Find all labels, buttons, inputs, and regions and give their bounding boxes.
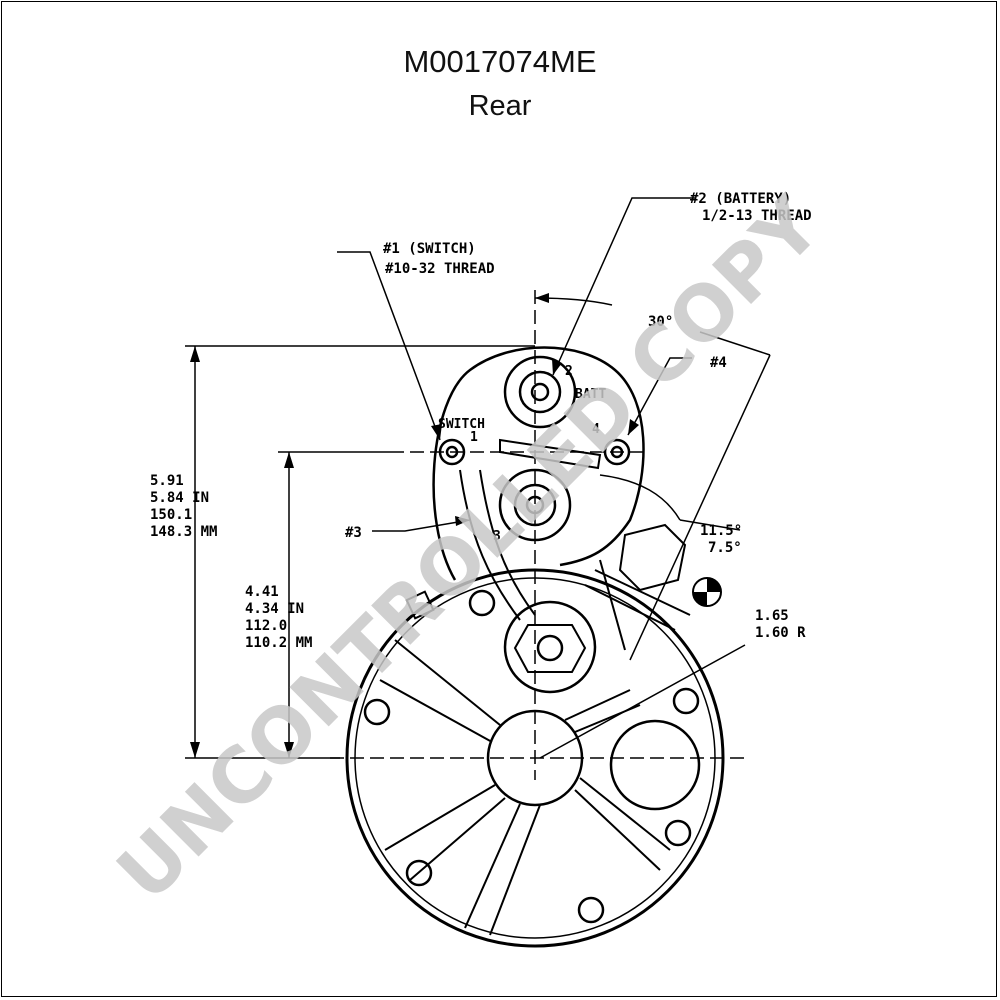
solenoid-housing (432, 346, 645, 581)
dim-total-2: 5.84 IN (150, 490, 209, 506)
angle-a-label: 11.5° (700, 523, 742, 539)
terminal1-label-line2: #10-32 THREAD (385, 261, 495, 277)
dim-total-3: 150.1 (150, 507, 192, 523)
terminal2-label-line1: #2 (BATTERY) (690, 191, 791, 207)
spokes (379, 639, 671, 936)
switch-text: SWITCH (438, 417, 485, 432)
num-2: 2 (565, 364, 573, 379)
num-3: 3 (493, 529, 501, 544)
centerlines (330, 290, 745, 780)
target-symbol (692, 577, 722, 607)
dim-mid-1: 4.41 (245, 584, 279, 600)
terminal-4 (603, 438, 631, 466)
drawing-title: M0017074ME (403, 44, 597, 79)
bolt-holes (363, 589, 700, 924)
dim-mid-2: 4.34 IN (245, 601, 304, 617)
terminal1-label-line1: #1 (SWITCH) (383, 241, 476, 257)
terminal4-label: #4 (710, 355, 727, 371)
dimension-lines (185, 197, 771, 759)
radius-b-label: 1.60 R (755, 625, 806, 641)
terminal2-label-line2: 1/2-13 THREAD (702, 208, 812, 224)
angle-b-label: 7.5° (708, 540, 742, 556)
num-1: 1 (470, 430, 478, 445)
arrowheads (190, 293, 639, 758)
side-boss (609, 719, 701, 811)
terminal3-label: #3 (345, 525, 362, 541)
batt-text: BATT (575, 387, 606, 402)
lower-stud (503, 600, 597, 694)
dim-mid-3: 112.0 (245, 618, 287, 634)
radius-a-label: 1.65 (755, 608, 789, 624)
battery-terminal (503, 355, 577, 429)
solenoid-nut (584, 523, 691, 651)
dim-total-1: 5.91 (150, 473, 184, 489)
angle-30-label: 30° (648, 314, 673, 330)
dim-mid-4: 110.2 MM (245, 635, 312, 651)
drawing-subtitle: Rear (468, 90, 532, 122)
num-4: 4 (592, 422, 600, 437)
dim-total-4: 148.3 MM (150, 524, 217, 540)
